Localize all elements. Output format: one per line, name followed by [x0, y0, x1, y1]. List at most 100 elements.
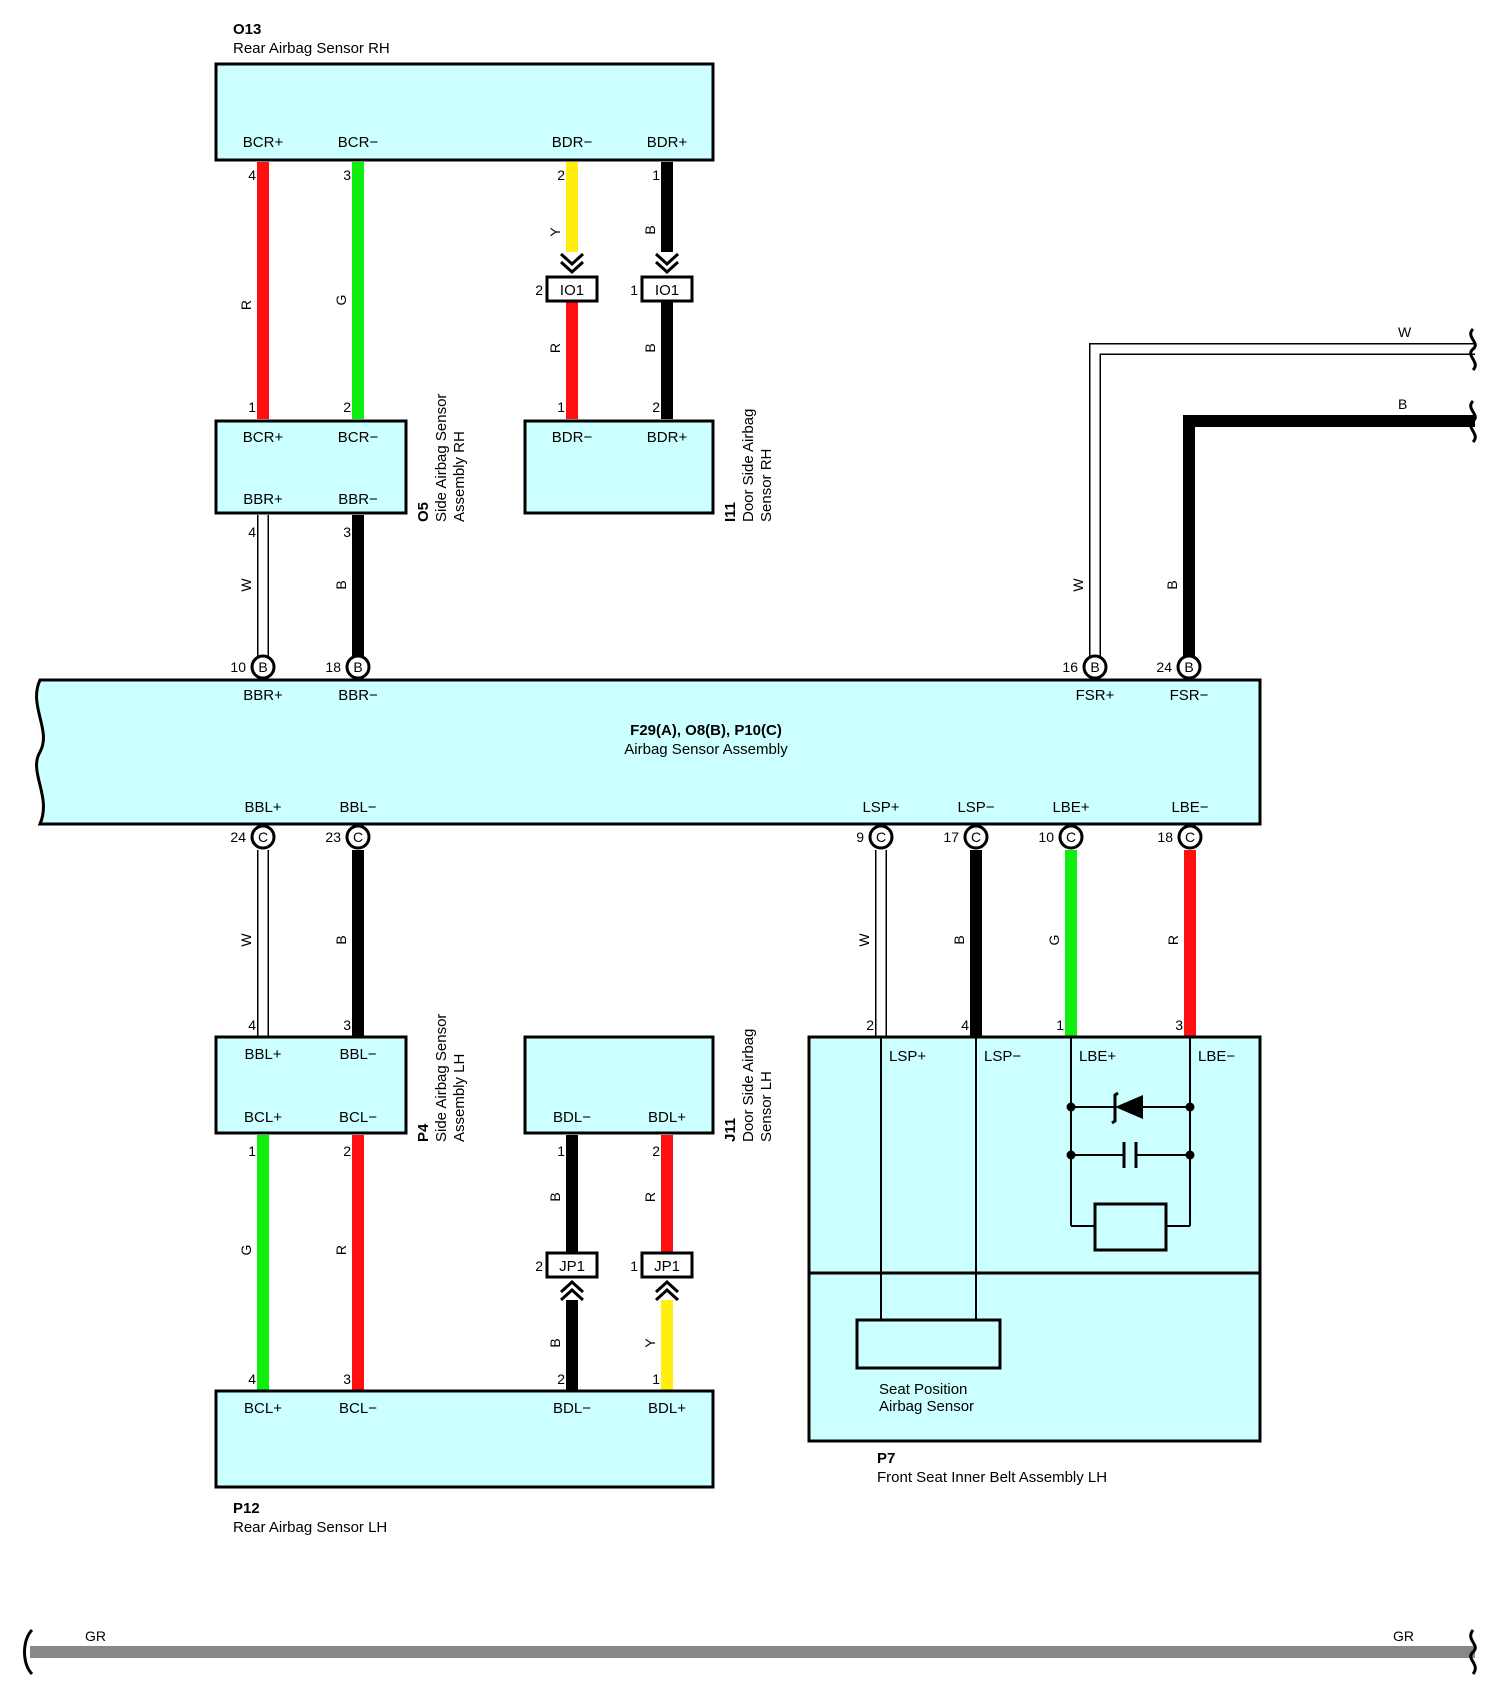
pin-number: 2	[557, 1371, 565, 1387]
jp1-connector-left	[545, 1251, 599, 1279]
terminal-letter: C	[1185, 829, 1195, 845]
pin-number: 2	[866, 1017, 874, 1033]
pin-number: 1	[630, 1258, 638, 1274]
pin-name: LBE−	[1198, 1048, 1235, 1065]
pin-number: 23	[325, 829, 341, 845]
p4-name-line2: Assembly LH	[451, 1054, 468, 1142]
terminal-letter: C	[1066, 829, 1076, 845]
io1-connector-left	[545, 275, 599, 303]
pin-number: 3	[343, 524, 351, 540]
pin-name: BDL+	[648, 1109, 686, 1126]
pin-name: LBE+	[1079, 1048, 1116, 1065]
pin-number: 3	[343, 167, 351, 183]
pin-name: BCL+	[244, 1109, 282, 1126]
pin-name: BBR+	[243, 687, 283, 704]
wire-color-label: GR	[85, 1628, 106, 1644]
pin-number: 4	[248, 1371, 256, 1387]
pin-name: BBL+	[244, 1046, 281, 1063]
io1-connector-right	[640, 275, 694, 303]
wire-color-label: W	[856, 933, 872, 947]
p7-code: P7	[877, 1450, 895, 1467]
pin-name: LSP−	[957, 799, 994, 816]
pin-name: BDR−	[552, 429, 593, 446]
pin-number: 2	[343, 399, 351, 415]
terminal-letter: C	[258, 829, 268, 845]
pin-number: 3	[343, 1017, 351, 1033]
pin-number: 3	[1175, 1017, 1183, 1033]
p4-code: P4	[415, 1123, 432, 1142]
wire-color-label: G	[1046, 935, 1062, 946]
main-box	[35, 678, 1262, 826]
p12-box	[214, 1389, 715, 1489]
wire-fsr-plus-w	[1089, 343, 1475, 657]
wire-color-label: Y	[642, 1338, 658, 1348]
p4-box	[214, 1035, 408, 1135]
p4-name-line1: Side Airbag Sensor	[433, 1014, 450, 1142]
pin-number: 1	[1056, 1017, 1064, 1033]
o13-box	[214, 62, 715, 162]
wire-color-label: R	[1165, 935, 1181, 945]
io1-label-left: IO1	[560, 282, 584, 299]
wire-color-label: Y	[547, 227, 563, 237]
wire-color-label: B	[642, 343, 658, 352]
terminal-letter: C	[876, 829, 886, 845]
jp1-arrow-left	[559, 1279, 585, 1302]
p12-name: Rear Airbag Sensor LH	[233, 1519, 387, 1536]
pin-number: 1	[557, 399, 565, 415]
i11-name-line2: Sensor RH	[758, 449, 775, 522]
wire-color-label: B	[1398, 396, 1407, 412]
pin-name: BBR−	[338, 687, 378, 704]
pin-name: BDL−	[553, 1109, 591, 1126]
terminal-letter: B	[1090, 659, 1099, 675]
resistor-icon	[1093, 1202, 1168, 1252]
pin-name: FSR+	[1076, 687, 1115, 704]
pin-number: 24	[230, 829, 246, 845]
pin-number: 10	[230, 659, 246, 675]
pin-name: BCL−	[339, 1400, 377, 1417]
jp1-connector-right	[640, 1251, 694, 1279]
i11-code: I11	[722, 502, 739, 522]
break-mark-b	[1469, 399, 1477, 444]
pin-number: 2	[535, 282, 543, 298]
io1-arrow-right	[654, 252, 680, 275]
wire-color-label: W	[238, 578, 254, 592]
pin-number: 4	[248, 1017, 256, 1033]
wire-color-label: W	[238, 933, 254, 947]
wire-color-label: B	[642, 225, 658, 234]
o13-code: O13	[233, 21, 261, 38]
j11-box	[523, 1035, 715, 1135]
io1-arrow-left	[559, 252, 585, 275]
seat-position-sensor-box	[855, 1318, 1002, 1370]
wire-color-label: B	[547, 1338, 563, 1347]
pin-number: 24	[1156, 659, 1172, 675]
pin-name: BDR+	[647, 429, 688, 446]
jp1-arrow-right	[654, 1279, 680, 1302]
o5-box	[214, 419, 408, 515]
jp1-label-left: JP1	[559, 1258, 585, 1275]
pin-number: 17	[943, 829, 959, 845]
i11-name-line1: Door Side Airbag	[740, 409, 757, 522]
wire-color-label: G	[333, 295, 349, 306]
wire-color-label: W	[1398, 324, 1412, 340]
io1-label-right: IO1	[655, 282, 679, 299]
wire-color-label: R	[547, 343, 563, 353]
pin-number: 2	[535, 1258, 543, 1274]
terminal-letter: C	[353, 829, 363, 845]
o13-name: Rear Airbag Sensor RH	[233, 40, 390, 57]
pin-number: 1	[248, 399, 256, 415]
wire-color-label: B	[333, 580, 349, 589]
pin-name: BBL−	[339, 799, 376, 816]
pin-number: 1	[652, 1371, 660, 1387]
pin-name: BCL+	[244, 1400, 282, 1417]
pin-number: 1	[630, 282, 638, 298]
pin-number: 16	[1062, 659, 1078, 675]
break-mark-gr-right	[1469, 1629, 1477, 1675]
pin-name: BBL+	[244, 799, 281, 816]
wire-color-label: B	[547, 1192, 563, 1201]
wire-color-label: GR	[1393, 1628, 1414, 1644]
pin-number: 4	[961, 1017, 969, 1033]
p12-code: P12	[233, 1500, 260, 1517]
terminal-letter: B	[258, 659, 267, 675]
wire-color-label: R	[333, 1245, 349, 1255]
p7-sub-line1: Seat Position	[879, 1381, 967, 1398]
